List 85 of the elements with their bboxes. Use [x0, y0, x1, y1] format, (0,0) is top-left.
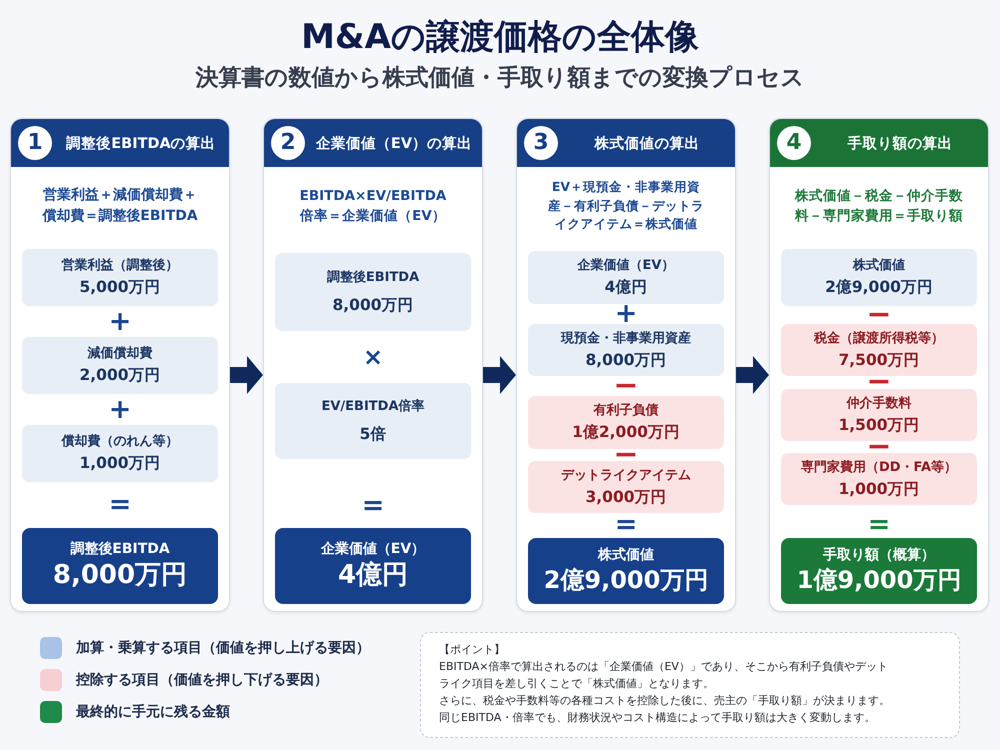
- plus-sign: +: [108, 401, 132, 419]
- item-value: 8,000万円: [585, 350, 667, 370]
- step-panel: [516, 118, 736, 612]
- item-value: 4億円: [338, 560, 408, 591]
- minus-sign: −: [866, 442, 892, 452]
- item-value: 2,000万円: [79, 366, 161, 385]
- item-value: 4億円: [604, 278, 648, 297]
- item-value: 5倍: [360, 424, 386, 444]
- formula-text: 営業利益＋減価償却費＋償却費＝調整後EBITDA: [41, 186, 199, 226]
- item-label: 仲介手数料: [846, 396, 912, 412]
- flow-arrow: [736, 356, 769, 394]
- result-box: [22, 528, 218, 604]
- step-panel: [263, 118, 483, 612]
- panel-title: 株式価値の算出: [594, 134, 700, 152]
- flow-arrow: [230, 356, 263, 394]
- value-box: [781, 389, 977, 441]
- item-value: 2億9,000万円: [825, 278, 933, 297]
- item-label: 税金（譲渡所得税等）: [814, 330, 944, 346]
- item-label: 有利子負債: [594, 403, 658, 419]
- formula-text: EBITDA×EV/EBITDA倍率＝企業価値（EV）: [298, 186, 448, 226]
- equals-sign: =: [868, 516, 890, 534]
- value-box: [528, 396, 724, 449]
- minus-sign: −: [866, 377, 892, 387]
- diagram-title: M&Aの譲渡価格の全体像: [301, 16, 699, 58]
- equals-sign: =: [362, 497, 384, 515]
- result-box: [781, 538, 977, 604]
- note-text: さらに、税金や手数料等の各種コストを控除した後に、売主の「手取り額」が決まります。: [439, 693, 890, 709]
- item-value: 8,000万円: [332, 296, 414, 314]
- formula-text: 株式価値－税金－仲介手数料－専門家費用＝手取り額: [794, 186, 964, 226]
- panel-title: 手取り額の算出: [848, 134, 952, 152]
- legend-label: 最終的に手元に残る金額: [76, 703, 230, 722]
- item-value: 8,000万円: [52, 560, 188, 591]
- step-number: 3: [524, 126, 558, 160]
- value-box: [528, 461, 724, 513]
- result-box: [528, 538, 724, 604]
- item-label: 企業価値（EV）: [320, 541, 426, 558]
- plus-sign: +: [614, 305, 638, 323]
- item-value: 1,000万円: [838, 480, 920, 498]
- note-box: [420, 632, 960, 738]
- legend-label: 加算・乗算する項目（価値を押し上げる要因）: [76, 639, 370, 658]
- item-label: 専門家費用（DD・FA等）: [800, 460, 958, 476]
- item-label: 償却費（のれん等）: [62, 434, 178, 450]
- formula-text: EV＋現預金・非事業用資産－有利子負債－デットライクアイテム＝株式価値: [546, 178, 705, 234]
- panel-title: 企業価値（EV）の算出: [316, 134, 472, 152]
- item-value: 1,500万円: [838, 416, 920, 434]
- value-box: [781, 324, 977, 376]
- note-text: EBITDA×倍率で算出されるのは「企業価値（EV）」であり、そこから有利子負債やデットライク項目を差し引くことで「株式価値」となります。: [439, 659, 889, 692]
- item-label: 営業利益（調整後）: [62, 258, 178, 274]
- item-label: 調整後EBITDA: [70, 541, 170, 558]
- step-number: 4: [777, 126, 811, 160]
- step-number: 2: [271, 126, 305, 160]
- note-text: 同じEBITDA・倍率でも、財務状況やコスト構造によって手取り額は大きく変動します。: [439, 710, 876, 726]
- item-label: 企業価値（EV）: [578, 258, 674, 274]
- step-panel: [769, 118, 989, 612]
- plus-sign: +: [108, 313, 132, 331]
- legend-label: 控除する項目（価値を押し下げる要因）: [76, 671, 328, 690]
- value-box: [781, 453, 977, 505]
- result-box: [275, 528, 471, 604]
- step-panel: [10, 118, 230, 612]
- item-value: 2億9,000万円: [544, 566, 708, 595]
- panel-title: 調整後EBITDAの算出: [66, 134, 216, 152]
- subtitle: 決算書の数値から株式価値・手取り額までの変換プロセス: [196, 64, 804, 93]
- item-label: 株式価値: [598, 547, 654, 564]
- item-label: 株式価値: [853, 258, 905, 274]
- minus-sign: −: [613, 450, 639, 460]
- item-label: 調整後EBITDA: [326, 270, 420, 286]
- item-value: 1,000万円: [79, 454, 161, 473]
- minus-sign: −: [613, 381, 639, 391]
- item-value: 3,000万円: [585, 488, 667, 506]
- flow-arrow: [483, 356, 516, 394]
- item-value: 5,000万円: [79, 278, 161, 297]
- item-value: 1億2,000万円: [572, 423, 680, 442]
- item-label: 現預金・非事業用資産: [561, 330, 691, 346]
- minus-sign: −: [866, 310, 892, 320]
- item-value: 7,500万円: [838, 350, 920, 370]
- item-label: EV/EBITDA倍率: [321, 398, 425, 414]
- item-label: 手取り額（概算）: [823, 547, 935, 564]
- equals-sign: =: [614, 516, 638, 534]
- multiply-sign: ×: [362, 348, 384, 366]
- note-heading: 【ポイント】: [439, 642, 505, 658]
- item-value: 1億9,000万円: [796, 566, 962, 595]
- step-number: 1: [18, 126, 52, 160]
- item-label: 減価償却費: [88, 346, 152, 362]
- equals-sign: =: [108, 496, 132, 514]
- item-label: デットライクアイテム: [561, 468, 691, 484]
